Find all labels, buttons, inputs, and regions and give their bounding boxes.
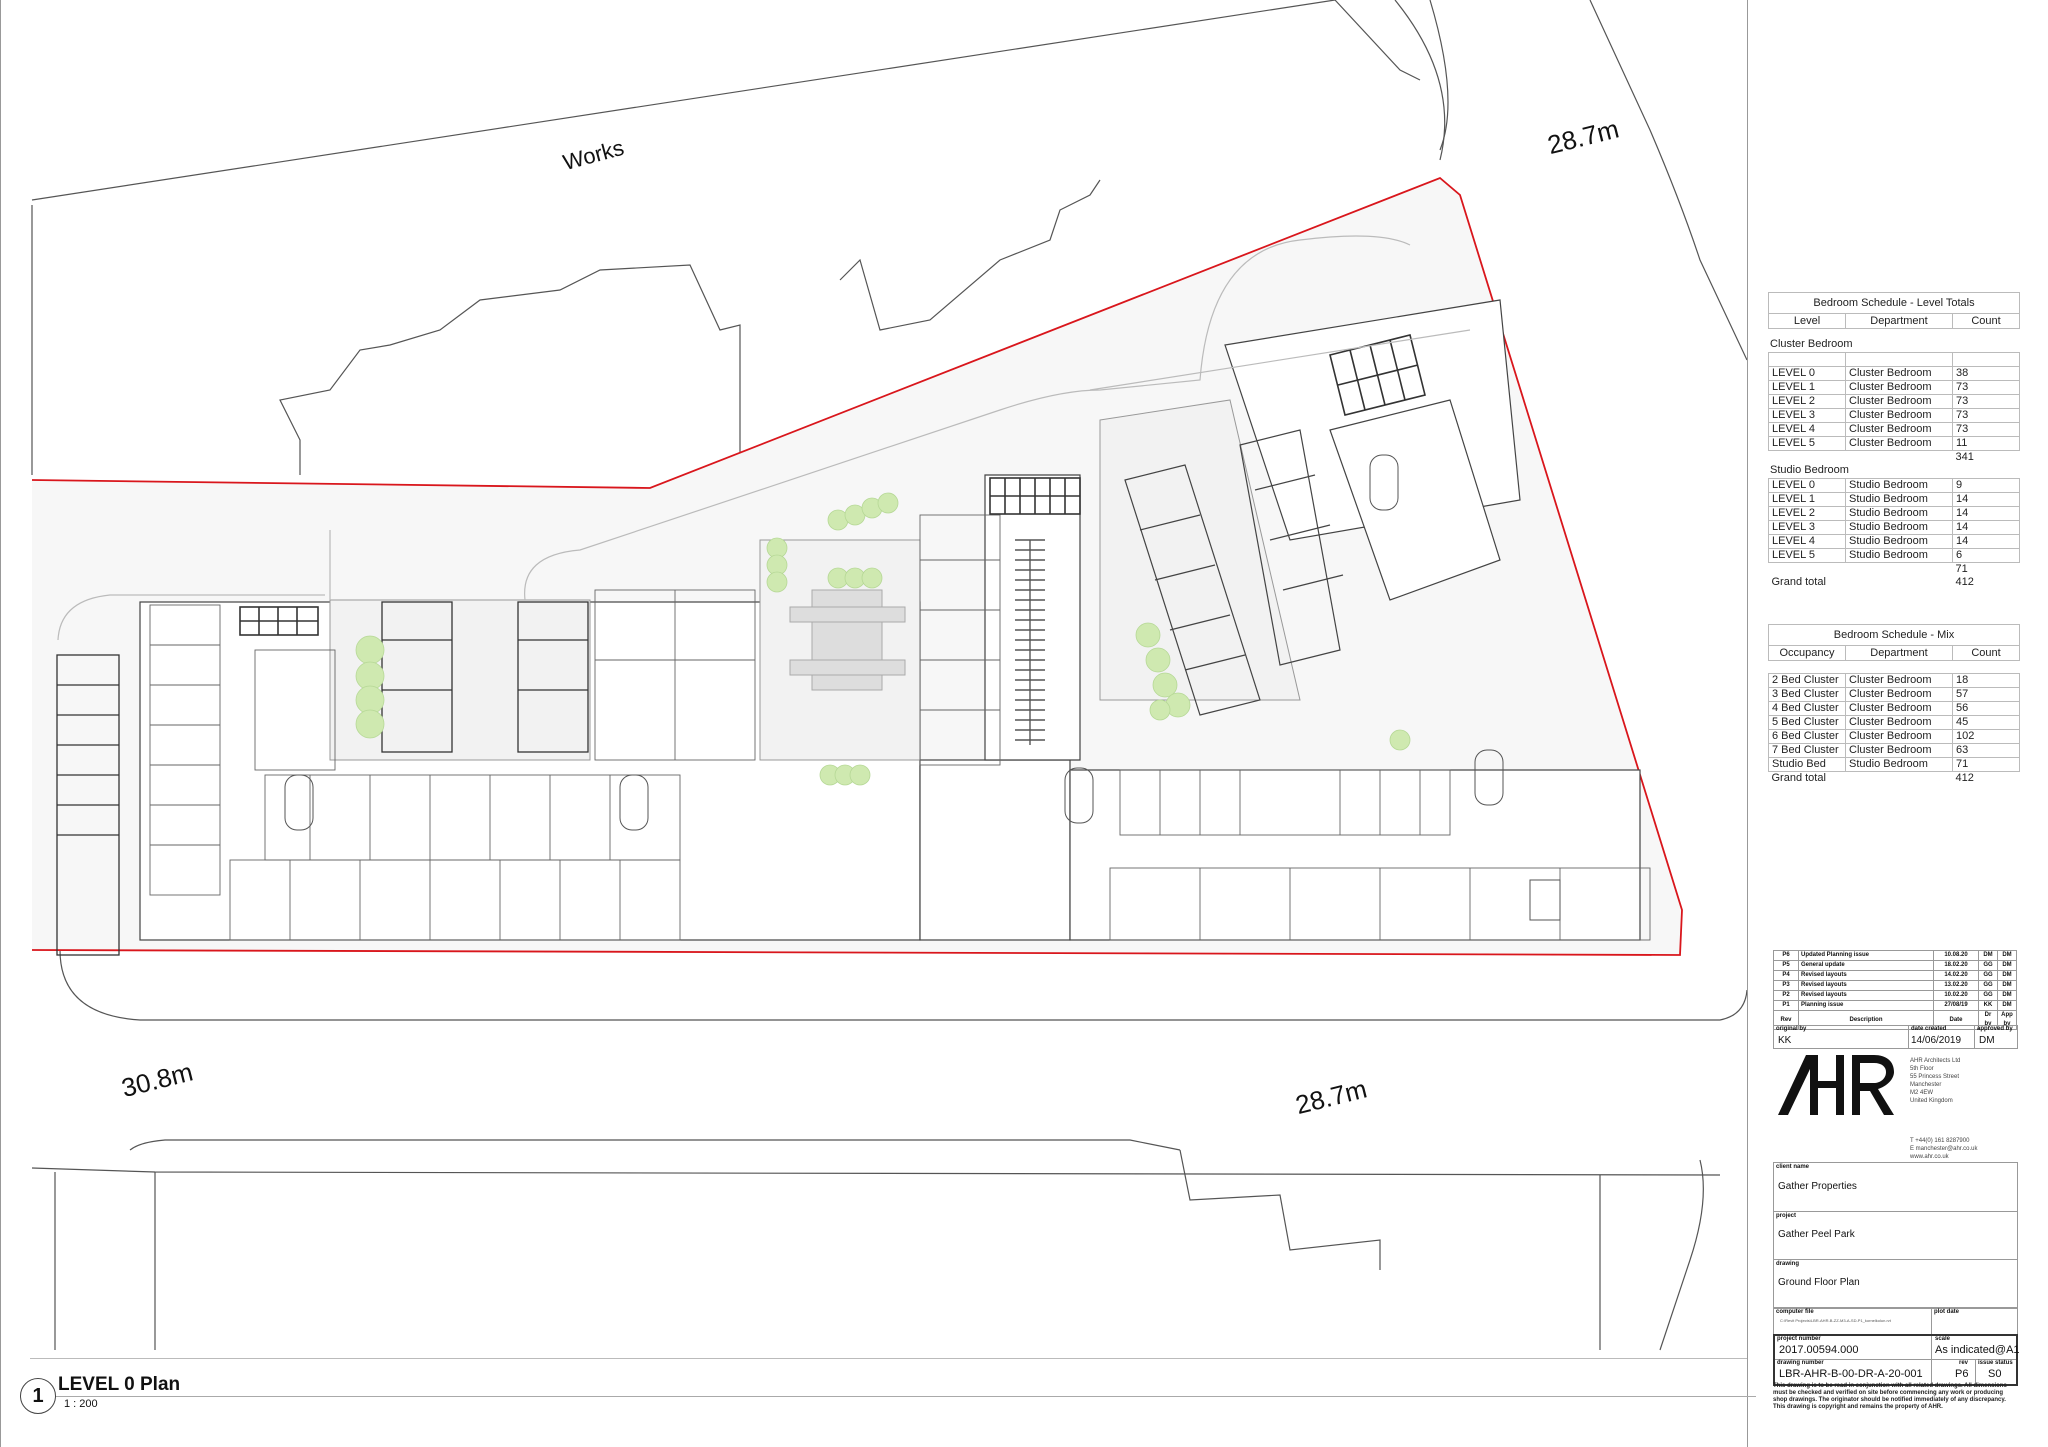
ahr-logo-icon bbox=[1778, 1055, 1894, 1115]
col-header-department: Department bbox=[1845, 313, 1953, 329]
subtotal-studio: 71 bbox=[1955, 563, 1968, 575]
bike-store-footprint bbox=[984, 474, 1081, 761]
authorship-box: original by KK date created 14/06/2019 a… bbox=[1773, 1025, 2018, 1049]
original-by: KK bbox=[1778, 1035, 1792, 1046]
drawing-number: LBR-AHR-B-00-DR-A-20-001 bbox=[1779, 1368, 1923, 1380]
title-panel-divider bbox=[1747, 0, 1748, 1447]
works-building-edge bbox=[31, 0, 1336, 201]
drawing-scale: As indicated@A1 bbox=[1935, 1344, 2020, 1356]
group-title-cluster: Cluster Bedroom bbox=[1770, 338, 1853, 350]
project-name: Gather Peel Park bbox=[1778, 1229, 1855, 1240]
revision-code: P6 bbox=[1955, 1368, 1969, 1380]
view-title: LEVEL 0 Plan bbox=[58, 1374, 181, 1395]
company-website: www.ahr.co.uk bbox=[1910, 1154, 1949, 1160]
schedule-mix: Bedroom Schedule - Mix Occupancy Departm… bbox=[1768, 624, 2020, 785]
south-wing-footprint bbox=[1069, 769, 1641, 941]
floor-plan-drawing bbox=[31, 0, 1747, 1351]
drawing-identity-box: project number 2017.00594.000 scale As i… bbox=[1773, 1334, 2020, 1386]
company-email: E manchester@ahr.co.uk bbox=[1910, 1146, 1978, 1152]
computer-file-path: C:\Revit Projects\LBR-AHR-B-ZZ-M3-A-SD-P… bbox=[1780, 1318, 1891, 1323]
schedule-title: Bedroom Schedule - Level Totals bbox=[1768, 292, 2020, 314]
grand-total-label: Grand total bbox=[1771, 576, 1826, 588]
drawing-title: Ground Floor Plan bbox=[1778, 1277, 1860, 1288]
company-phone: T +44(0) 161 8287900 bbox=[1910, 1138, 1970, 1144]
approved-by: DM bbox=[1979, 1035, 1995, 1046]
grand-total-label: Grand total bbox=[1771, 772, 1826, 784]
client-name: Gather Properties bbox=[1778, 1181, 1857, 1192]
disclaimer-note: This drawing is to be read in conjunctio… bbox=[1773, 1383, 2007, 1410]
grand-total-value: 412 bbox=[1955, 576, 1974, 588]
col-header-level: Level bbox=[1768, 313, 1846, 329]
sheet-border-left bbox=[0, 0, 1, 1447]
group-title-studio: Studio Bedroom bbox=[1770, 464, 1849, 476]
issue-status: S0 bbox=[1988, 1368, 2002, 1380]
grand-total-value: 412 bbox=[1955, 772, 1974, 784]
viewport-bottom-rule bbox=[30, 1358, 1747, 1359]
col-header-occupancy: Occupancy bbox=[1768, 645, 1846, 661]
col-header-department: Department bbox=[1845, 645, 1953, 661]
file-info-box: computer file C:\Revit Projects\LBR-AHR-… bbox=[1773, 1307, 2018, 1335]
company-contact: T +44(0) 161 8287900 E manchester@ahr.co… bbox=[1910, 1137, 1977, 1161]
schedule-level-totals: Bedroom Schedule - Level Totals Level De… bbox=[1768, 292, 2020, 589]
landscape-trees bbox=[355, 492, 1411, 786]
project-info-box: client name Gather Properties project Ga… bbox=[1773, 1162, 2018, 1309]
company-address: AHR Architects Ltd 5th Floor 55 Princess… bbox=[1910, 1058, 1961, 1104]
col-header-count: Count bbox=[1952, 645, 2020, 661]
col-header-count: Count bbox=[1952, 313, 2020, 329]
subtotal-cluster: 341 bbox=[1955, 451, 1974, 463]
date-created: 14/06/2019 bbox=[1911, 1035, 1962, 1046]
schedule-title: Bedroom Schedule - Mix bbox=[1768, 624, 2020, 646]
project-number: 2017.00594.000 bbox=[1779, 1344, 1859, 1356]
view-number-bubble: 1 bbox=[20, 1378, 56, 1414]
site-boundary-line bbox=[31, 176, 1683, 956]
view-title-rule bbox=[56, 1396, 1756, 1397]
view-scale: 1 : 200 bbox=[64, 1398, 98, 1410]
